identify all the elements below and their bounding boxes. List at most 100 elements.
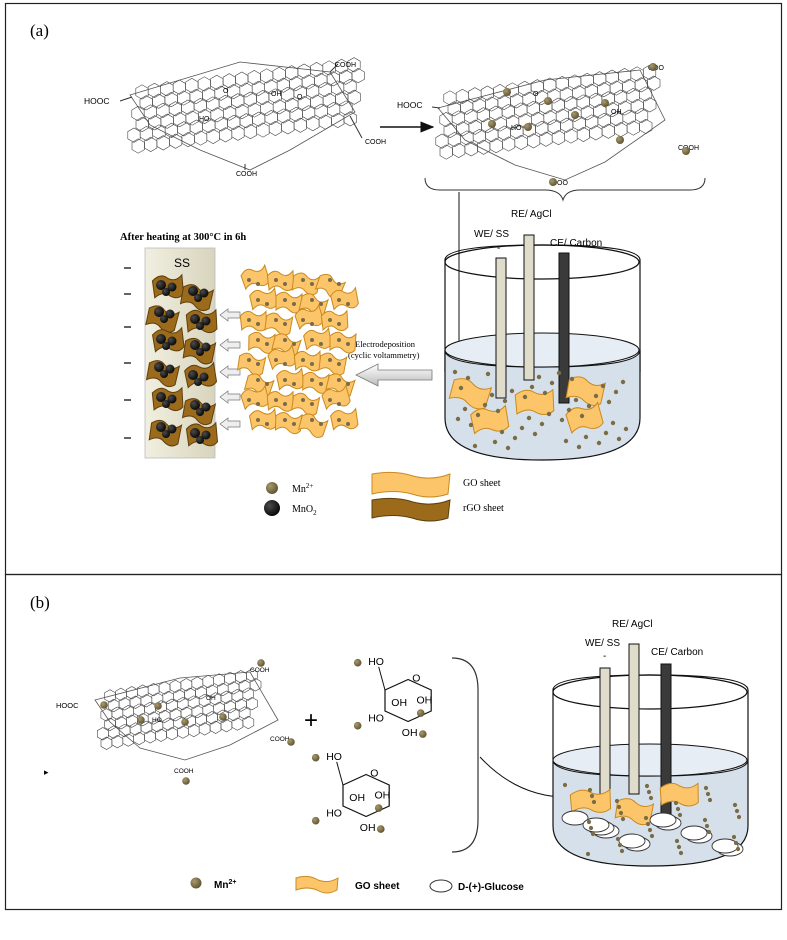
hex-ring xyxy=(564,128,578,144)
mn-particle xyxy=(416,709,425,717)
mn-particle xyxy=(265,302,269,306)
mn-particle xyxy=(587,787,593,793)
go-sheet xyxy=(236,352,267,377)
o-label-2: O xyxy=(297,94,303,101)
mn-particle xyxy=(736,814,742,820)
o-label-1: O xyxy=(223,88,229,95)
mn-particle xyxy=(617,842,623,848)
hex-ring xyxy=(464,141,478,157)
hex-ring xyxy=(210,74,224,90)
go-sheet xyxy=(330,286,359,311)
hex-ring xyxy=(589,125,603,141)
mn-particle xyxy=(569,376,575,382)
hex-ring xyxy=(238,706,251,720)
mno2-particle xyxy=(162,288,170,296)
plus-sign: + xyxy=(304,707,318,734)
glucose-atom-label: OH xyxy=(360,822,376,834)
hex-ring xyxy=(242,715,255,730)
mn-particle xyxy=(593,393,599,399)
go-sheet xyxy=(565,401,604,434)
hex-ring xyxy=(246,696,258,711)
mn-particle xyxy=(465,375,471,381)
hex-ring xyxy=(111,735,124,749)
hex-ring xyxy=(140,694,153,708)
hex-ring xyxy=(497,125,511,141)
hex-ring xyxy=(260,100,274,116)
mn-particle xyxy=(181,718,189,726)
mn-particle xyxy=(292,422,296,426)
mno2-particle xyxy=(188,286,198,296)
hex-ring xyxy=(622,109,636,125)
mn-particle xyxy=(616,136,624,144)
hex-ring xyxy=(148,115,162,131)
hex-ring xyxy=(169,133,183,149)
mno2-particle xyxy=(165,364,175,374)
mn-legend-label-b: Mn2+ xyxy=(214,879,236,891)
mn-particle xyxy=(328,358,332,362)
hex-ring xyxy=(239,113,253,129)
hex-ring xyxy=(177,90,191,106)
cooh-right-label-b: COOH xyxy=(270,736,290,743)
hex-ring xyxy=(630,98,644,114)
mn-particle xyxy=(615,836,621,842)
go-sheet xyxy=(330,407,359,431)
mn-particle xyxy=(600,383,606,389)
mn-particle xyxy=(509,388,515,394)
glucose-particle xyxy=(561,810,589,826)
mn-particle xyxy=(556,370,562,376)
hex-ring xyxy=(152,93,166,109)
mn-particle xyxy=(353,658,362,667)
mno2-particle xyxy=(196,408,204,416)
right-bracket xyxy=(451,657,479,853)
mn-particle xyxy=(247,358,251,362)
hex-ring xyxy=(576,94,590,110)
mn-particle xyxy=(301,318,305,322)
hex-ring xyxy=(243,91,257,107)
hooc-label-b: HOOC xyxy=(56,701,79,710)
mn-particle xyxy=(256,418,260,422)
mn-particle xyxy=(301,278,305,282)
mn-particle xyxy=(542,390,548,396)
mno2-legend-label: MnO2 xyxy=(292,504,317,517)
mn-particle xyxy=(319,382,323,386)
hex-ring xyxy=(310,94,324,110)
mn-particle xyxy=(675,806,681,812)
hex-ring xyxy=(268,120,282,136)
hex-ring xyxy=(147,82,161,98)
mn-particle xyxy=(301,398,305,402)
hex-ring xyxy=(443,90,457,106)
hex-ring xyxy=(277,108,291,124)
go-sheet xyxy=(291,272,321,296)
cooh-bottom-label-b: COOH xyxy=(174,768,194,775)
mno2-particle xyxy=(196,348,204,356)
hex-ring xyxy=(460,99,474,115)
mn-particle xyxy=(566,407,572,413)
mn-particle xyxy=(377,825,385,833)
mn-particle xyxy=(674,838,680,844)
mno2-particle xyxy=(194,378,202,386)
panel-b-frame xyxy=(4,573,783,911)
mn-particle xyxy=(586,403,592,409)
re-label-b: RE/ AgCl xyxy=(612,619,653,630)
mno2-particle xyxy=(190,400,200,410)
bracket xyxy=(424,177,706,202)
hex-ring xyxy=(451,110,465,126)
hex-ring xyxy=(100,736,113,750)
hex-ring xyxy=(97,727,109,741)
hex-ring xyxy=(133,703,145,717)
go-sheet xyxy=(274,412,303,435)
go-sheet xyxy=(249,286,278,311)
hex-ring xyxy=(127,127,141,143)
hex-ring xyxy=(306,116,320,132)
re-label: RE/ AgCl xyxy=(511,209,552,220)
we-label-b: WE/ SS xyxy=(585,638,620,649)
go-sheet xyxy=(276,367,305,391)
hex-ring xyxy=(242,687,254,701)
hex-ring xyxy=(235,698,247,712)
hex-ring xyxy=(144,701,156,716)
mno2-particle xyxy=(156,280,166,290)
mn-particle xyxy=(485,371,491,377)
mn-particle xyxy=(319,342,323,346)
mn-particle xyxy=(374,804,383,812)
